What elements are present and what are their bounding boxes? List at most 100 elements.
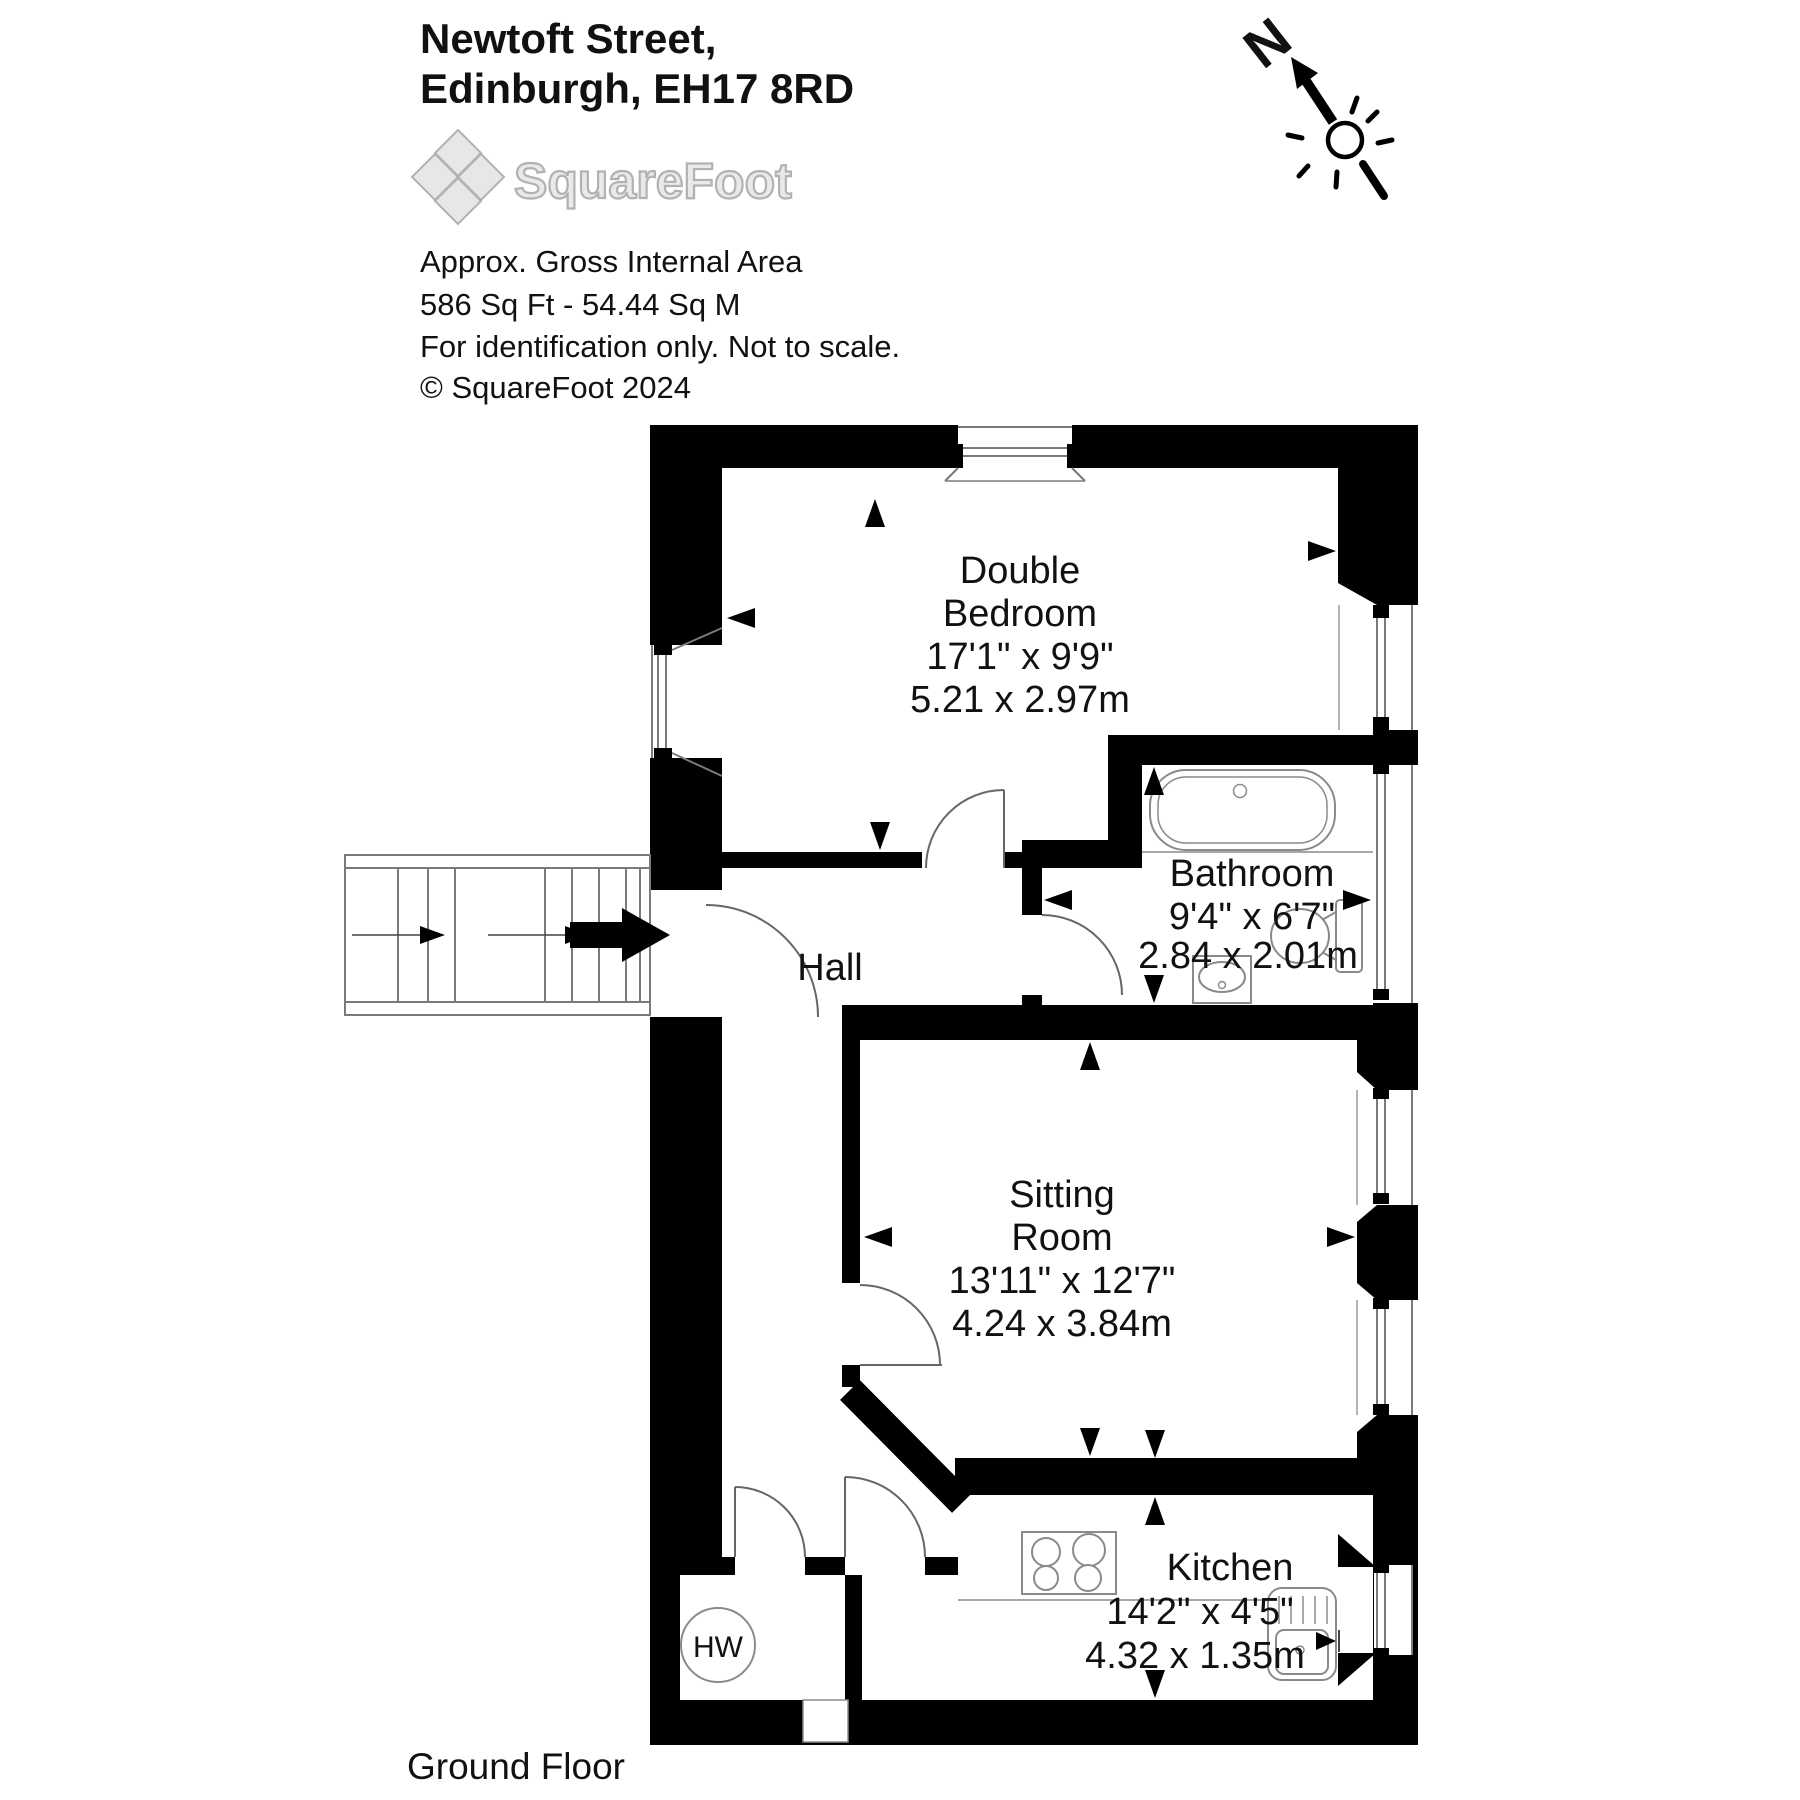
kitchen-dim-metric: 4.32 x 1.35m bbox=[1085, 1635, 1305, 1677]
toilet bbox=[1270, 899, 1363, 973]
dimension-arrow bbox=[1144, 975, 1164, 1003]
wall-segment bbox=[842, 1040, 860, 1283]
address-line1: Newtoft Street, bbox=[420, 15, 716, 62]
sun-icon bbox=[1285, 95, 1395, 200]
bedroom-dim-metric: 5.21 x 2.97m bbox=[910, 679, 1130, 721]
bathroom-door bbox=[1041, 914, 1123, 996]
north-arrow-icon bbox=[1291, 57, 1338, 125]
wall-segment bbox=[650, 1017, 722, 1557]
sitting-room-label: Sitting Room 13'11" x 12'7" 4.24 x 3.84m bbox=[949, 1174, 1176, 1345]
bathroom-name: Bathroom bbox=[1170, 853, 1335, 895]
bedroom-name-1: Double bbox=[960, 550, 1080, 592]
dimension-arrow bbox=[1080, 1042, 1100, 1070]
dimension-arrow bbox=[864, 1227, 892, 1247]
bedroom-right-window bbox=[1338, 605, 1413, 730]
bathroom-label: Bathroom 9'4" x 6'7" 2.84 x 2.01m bbox=[1138, 853, 1358, 977]
bathroom-dim-metric: 2.84 x 2.01m bbox=[1138, 935, 1358, 977]
area-label: Approx. Gross Internal Area bbox=[420, 244, 803, 279]
wall-segment bbox=[805, 1557, 845, 1575]
wall-segment bbox=[955, 1458, 1418, 1495]
sitting-name-2: Room bbox=[1011, 1217, 1112, 1259]
hall-label: Hall bbox=[797, 947, 862, 989]
kitchen-window bbox=[1338, 1534, 1413, 1686]
dimension-arrow bbox=[1144, 767, 1164, 795]
wall-segment bbox=[842, 1365, 860, 1387]
diagonal-wall bbox=[840, 1380, 972, 1513]
bedroom-door bbox=[925, 789, 1005, 869]
wall-pier bbox=[1357, 1415, 1418, 1458]
wall-segment bbox=[1072, 425, 1418, 468]
sitting-dim-metric: 4.24 x 3.84m bbox=[952, 1303, 1172, 1345]
wall-segment bbox=[650, 425, 722, 645]
entrance-door bbox=[705, 904, 819, 1018]
dimension-arrow bbox=[1080, 1428, 1100, 1456]
dimension-arrow bbox=[1308, 541, 1336, 561]
wall-segment bbox=[1108, 735, 1418, 765]
sitting-name-1: Sitting bbox=[1009, 1174, 1115, 1216]
dimension-arrow bbox=[1145, 1497, 1165, 1525]
wall-segment bbox=[842, 1005, 1418, 1040]
bathroom-dim-imperial: 9'4" x 6'7" bbox=[1169, 896, 1335, 938]
kitchen-sink bbox=[1267, 1587, 1340, 1681]
doors bbox=[705, 789, 1123, 1558]
wall-segment bbox=[722, 852, 922, 868]
wall-segment bbox=[925, 1557, 958, 1575]
wall-segment bbox=[650, 1700, 1418, 1745]
sitting-window-north bbox=[1356, 1088, 1413, 1205]
disclaimer: For identification only. Not to scale. bbox=[420, 329, 900, 364]
wash-basin bbox=[1192, 955, 1252, 1004]
cupboard-door bbox=[734, 1486, 806, 1558]
kitchen-dim-imperial: 14'2" x 4'5" bbox=[1106, 1591, 1293, 1633]
wall-segment bbox=[650, 1557, 680, 1700]
sitting-dim-imperial: 13'11" x 12'7" bbox=[949, 1260, 1176, 1302]
wall-segment bbox=[680, 1557, 735, 1575]
wall-segment bbox=[1022, 995, 1042, 1005]
squarefoot-logo-text: SquareFoot bbox=[514, 153, 792, 209]
room-labels: Double Bedroom 17'1" x 9'9" 5.21 x 2.97m… bbox=[693, 550, 1358, 1677]
hw-label: HW bbox=[693, 1631, 744, 1664]
copyright: © SquareFoot 2024 bbox=[420, 370, 691, 405]
wall-pier bbox=[1357, 1205, 1418, 1300]
bedroom-label: Double Bedroom 17'1" x 9'9" 5.21 x 2.97m bbox=[910, 550, 1130, 721]
floor-label: Ground Floor bbox=[407, 1746, 625, 1787]
dimension-arrow bbox=[1327, 1227, 1355, 1247]
wall-segment bbox=[650, 758, 722, 890]
hob bbox=[1021, 1531, 1117, 1595]
kitchen-name: Kitchen bbox=[1167, 1547, 1294, 1589]
hot-water-cylinder bbox=[680, 1607, 756, 1683]
bathtub bbox=[1142, 769, 1373, 853]
wall-recess bbox=[802, 1699, 849, 1743]
bedroom-dim-imperial: 17'1" x 9'9" bbox=[926, 636, 1113, 678]
dimension-arrow bbox=[1145, 1670, 1165, 1698]
dimension-arrow bbox=[1145, 1430, 1165, 1458]
area-value: 586 Sq Ft - 54.44 Sq M bbox=[420, 287, 741, 322]
header: Newtoft Street, Edinburgh, EH17 8RD Squa… bbox=[410, 15, 900, 405]
squarefoot-logo-icon bbox=[410, 128, 506, 226]
wall-segment bbox=[845, 1575, 862, 1700]
dimension-arrow bbox=[865, 499, 885, 527]
wall-pier bbox=[1357, 1040, 1418, 1090]
compass: N bbox=[1232, 5, 1395, 200]
dimension-arrow bbox=[1044, 890, 1072, 910]
kitchen-label: Kitchen 14'2" x 4'5" 4.32 x 1.35m bbox=[1085, 1547, 1305, 1677]
fixtures bbox=[680, 769, 1373, 1743]
bedroom-top-window bbox=[944, 425, 1086, 482]
dimension-arrow bbox=[727, 608, 755, 628]
bathroom-window bbox=[1373, 763, 1413, 1003]
sitting-window-south bbox=[1356, 1298, 1413, 1415]
entry-direction-arrow bbox=[570, 908, 670, 962]
windows bbox=[651, 425, 1413, 1686]
wall-segment bbox=[1003, 852, 1022, 868]
compass-north-label: N bbox=[1232, 5, 1303, 80]
address-line2: Edinburgh, EH17 8RD bbox=[420, 65, 854, 112]
bedroom-name-2: Bedroom bbox=[943, 593, 1097, 635]
walls bbox=[650, 425, 1418, 1745]
wall-segment bbox=[1373, 730, 1418, 765]
kitchen-door bbox=[844, 1476, 926, 1558]
dimension-arrows bbox=[727, 499, 1371, 1698]
bedroom-left-window bbox=[651, 627, 723, 777]
door-jamb bbox=[684, 876, 706, 890]
chimney-breast bbox=[1338, 468, 1418, 605]
dimension-arrow bbox=[870, 822, 890, 850]
